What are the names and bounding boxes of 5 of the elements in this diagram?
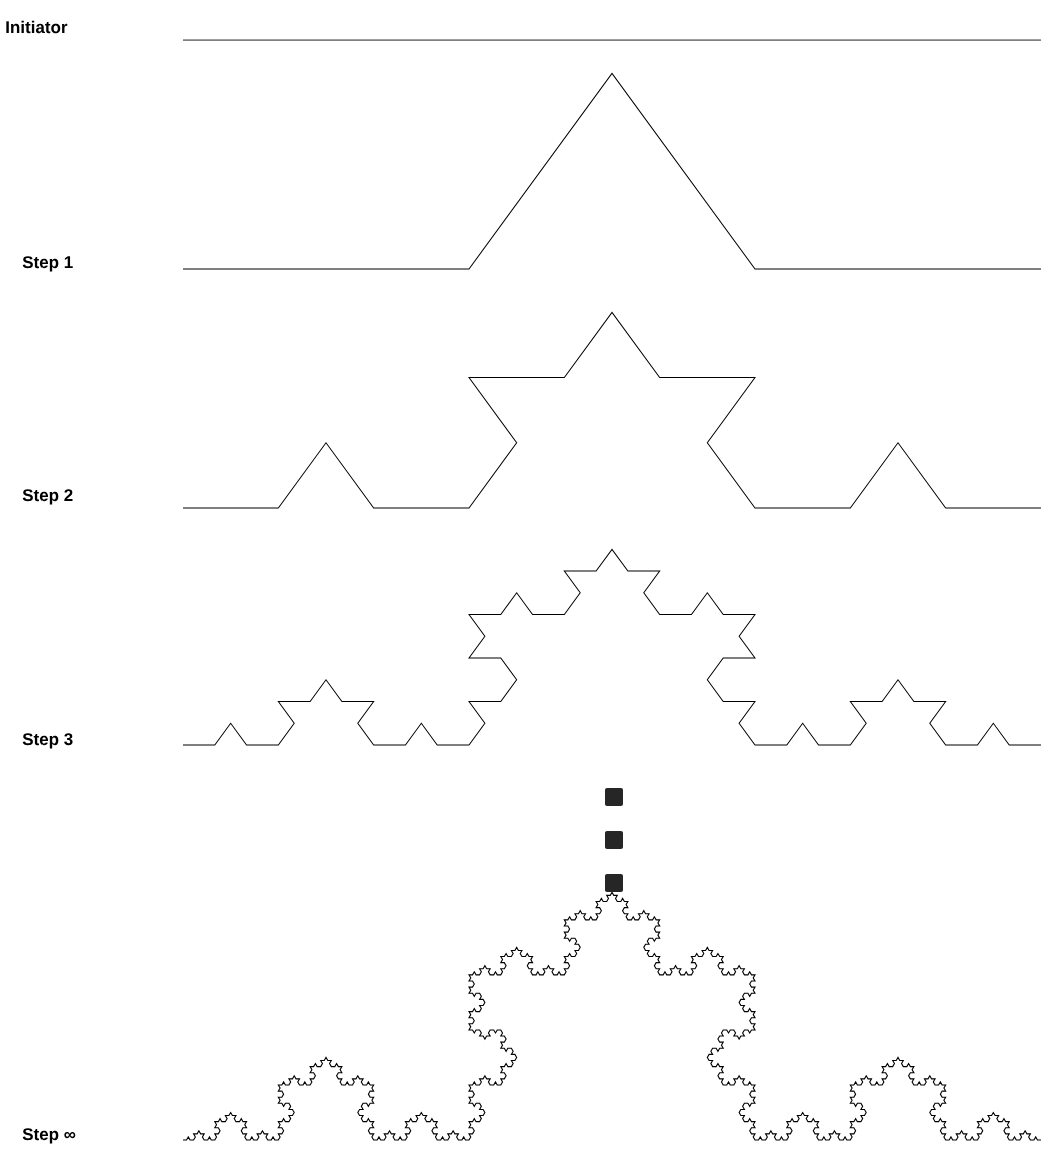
step-label: Initiator [6,20,68,34]
step-label: Step 3 [22,733,73,749]
step-label: Step ∞ [22,1128,76,1144]
step-label: Step 2 [22,489,73,505]
step-label: Step 1 [22,256,73,272]
